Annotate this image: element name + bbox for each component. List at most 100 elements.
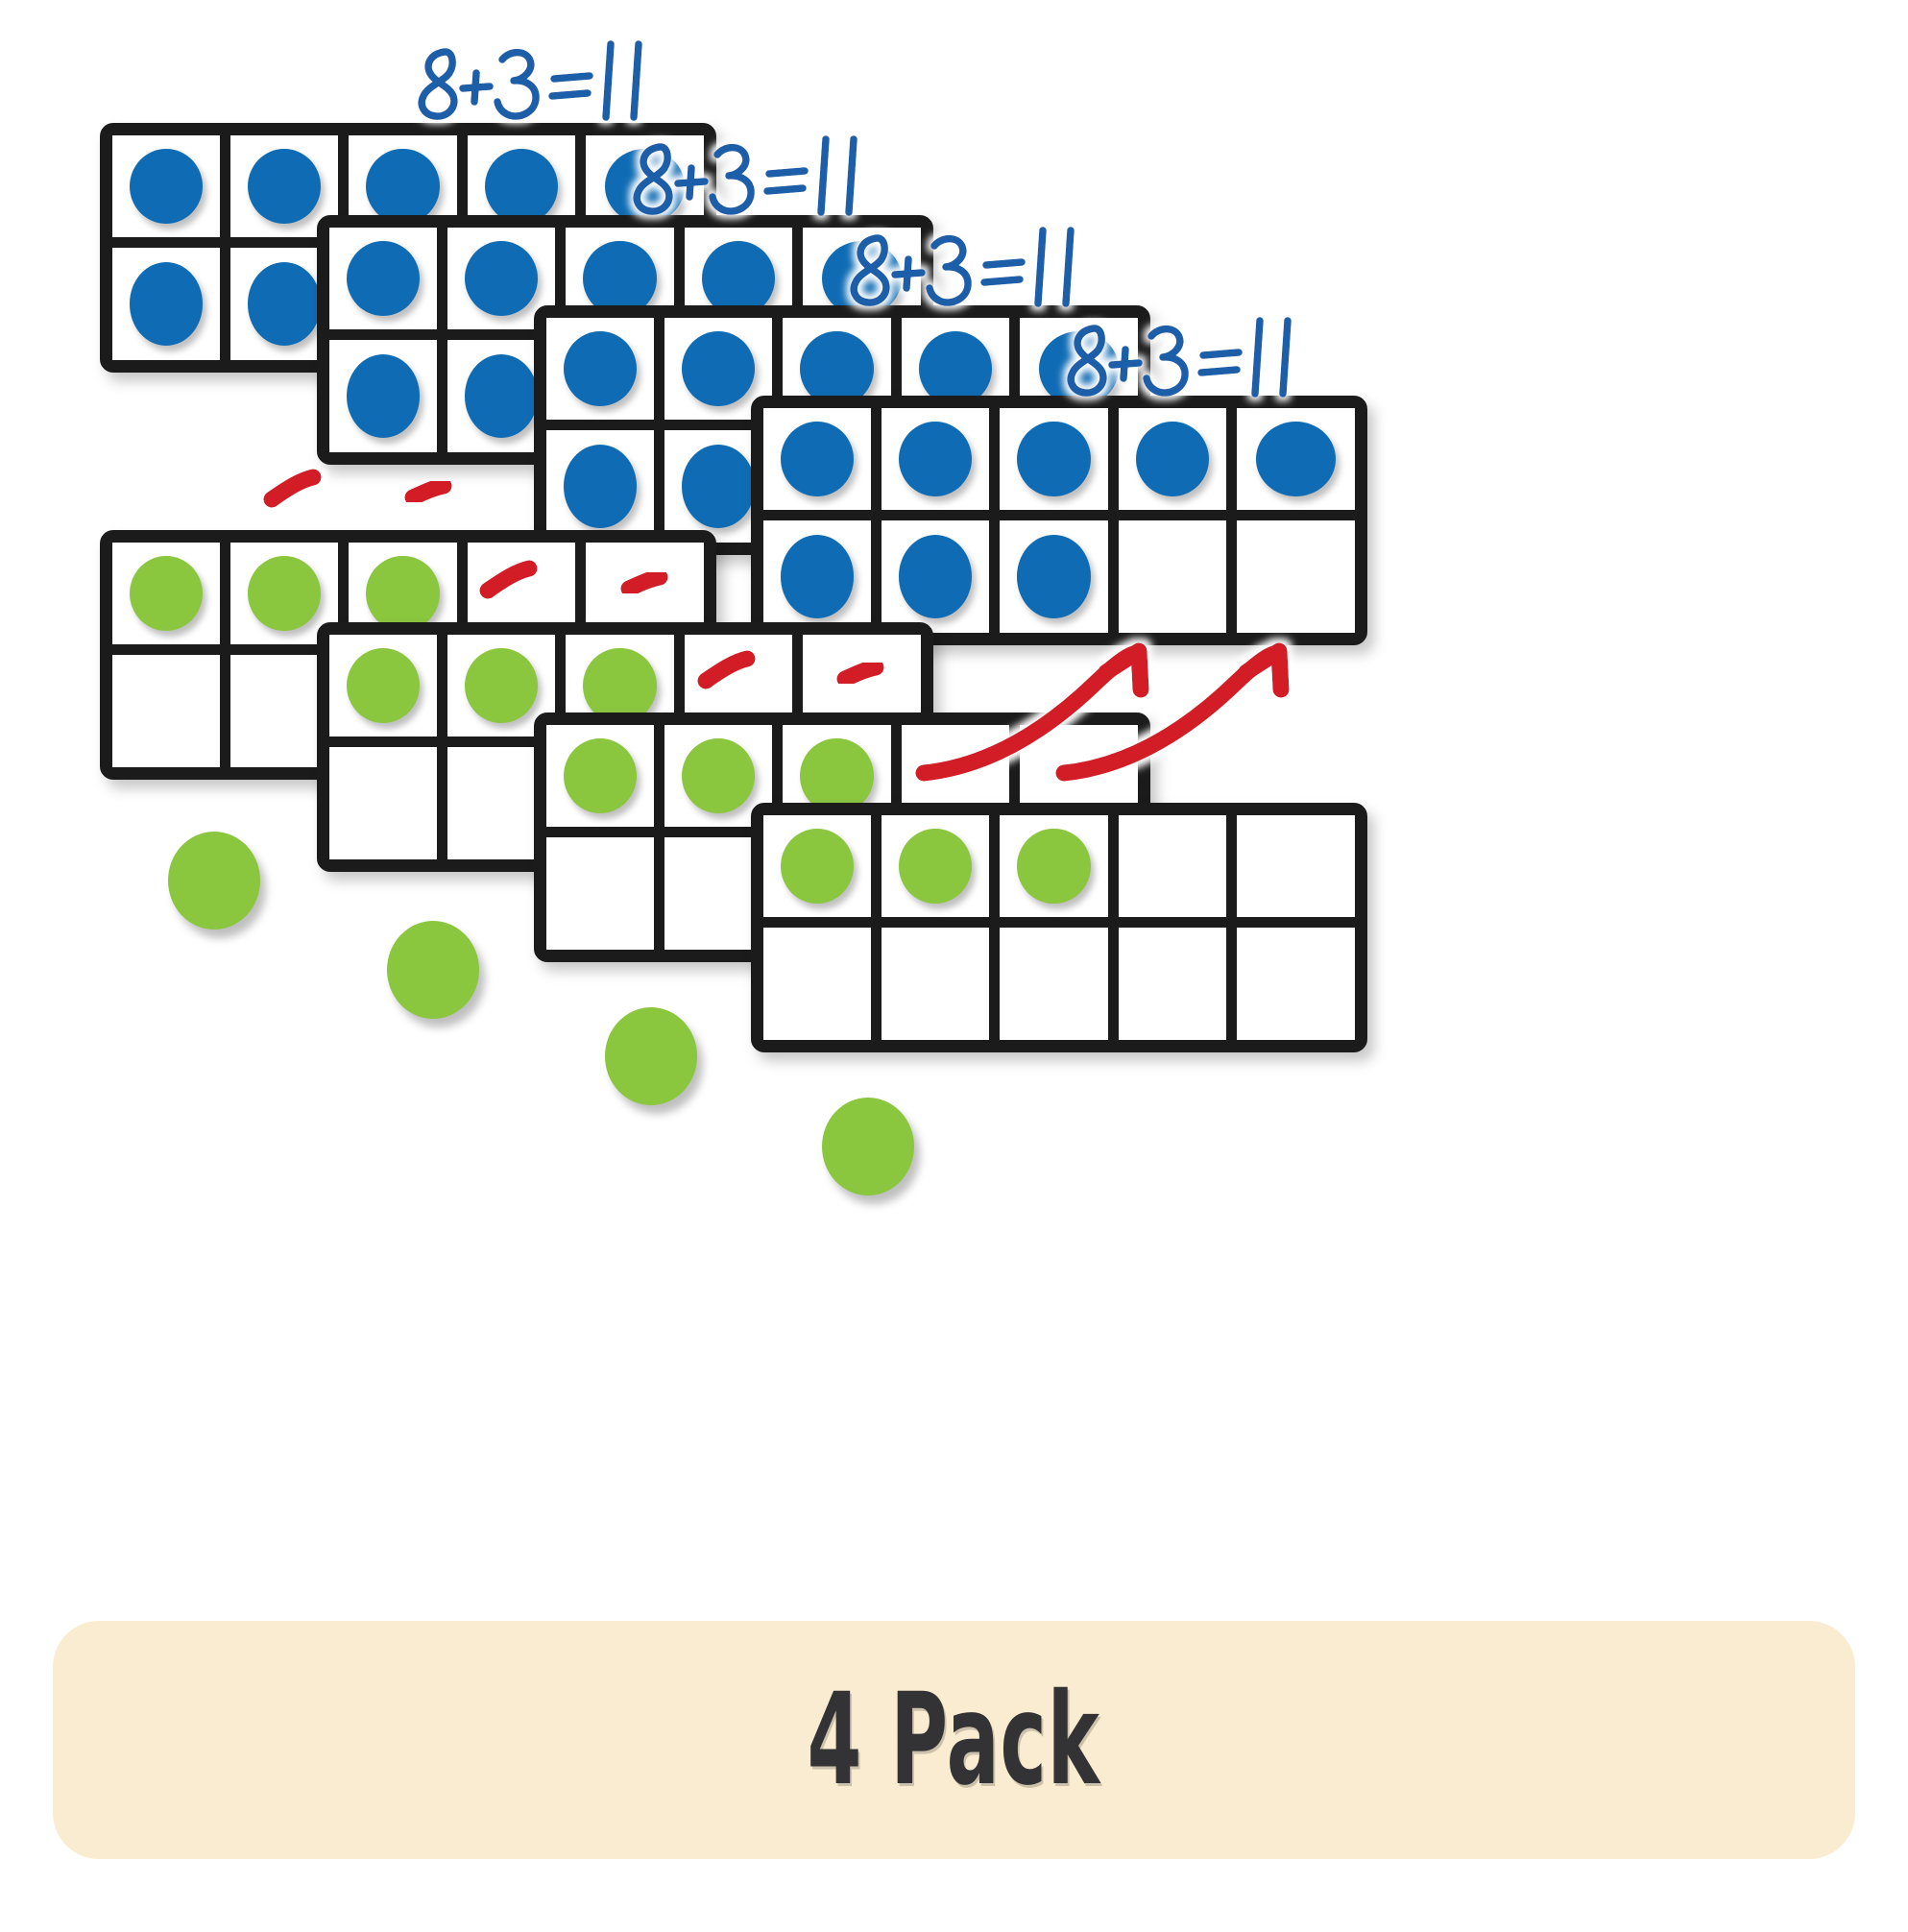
equation-annotation: 8+3=11: [845, 217, 1133, 332]
empty-cell: [1256, 942, 1337, 1026]
empty-cell: [1256, 829, 1337, 904]
equation-glyphs: 8+3=11: [633, 135, 857, 216]
blue-ten-frame: [751, 396, 1367, 645]
blue-counter: [465, 354, 539, 438]
plus-horizontal: [674, 178, 709, 187]
blue-counter: [1017, 421, 1091, 497]
equation-glyphs: 8+3=11: [418, 40, 642, 121]
ten-frame-cell: [882, 520, 1001, 633]
green-counter: [1017, 828, 1091, 905]
ten-frame-cell: [566, 228, 685, 340]
green-ten-frame: [751, 803, 1367, 1052]
ten-frame-cell: [1236, 815, 1355, 928]
ten-frame-cell: [1000, 520, 1119, 633]
ten-frame-cell: [329, 635, 448, 747]
ten-frame-cell: [1118, 928, 1237, 1040]
ten-frame-cell: [882, 928, 1001, 1040]
ten-frame-cell: [763, 815, 882, 928]
plus-horizontal: [891, 269, 926, 278]
ten-frame-cell: [230, 543, 350, 655]
blue-counter: [1255, 421, 1337, 497]
ten-frame-cell: [1000, 928, 1119, 1040]
digit-1-first: [602, 40, 615, 121]
plus-horizontal: [459, 83, 494, 92]
digit-1-first: [1034, 227, 1047, 307]
green-counter: [129, 555, 204, 632]
ten-frame-cell: [112, 543, 231, 655]
empty-cell: [1136, 942, 1209, 1026]
green-counter: [899, 828, 973, 905]
ten-frame-cell: [664, 318, 784, 430]
ten-frame-cell: [1236, 928, 1355, 1040]
ten-frame-cell: [1000, 815, 1119, 928]
ten-frame-cell: [112, 248, 231, 360]
digit-3: [494, 48, 540, 120]
equation-annotation: 8+3=11: [628, 126, 916, 241]
digit-8: [418, 48, 458, 120]
blue-counter: [682, 330, 756, 407]
ten-frame-cell: [1236, 408, 1355, 520]
equation-glyphs: 8+3=11: [850, 227, 1075, 307]
equals-top: [550, 72, 593, 83]
blue-counter: [918, 330, 992, 407]
green-counter: [366, 555, 440, 632]
blue-counter: [465, 240, 539, 317]
blue-counter: [248, 262, 322, 346]
ten-frame-cell: [1000, 408, 1119, 520]
ten-frame-cell: [546, 725, 665, 837]
blue-counter: [366, 148, 440, 225]
equals-top: [765, 167, 809, 178]
loose-green-counter: [605, 1007, 697, 1105]
digit-3: [926, 234, 972, 306]
green-counter: [563, 737, 638, 814]
ten-frame-cell: [329, 340, 448, 452]
ten-frame-cell: [763, 928, 882, 1040]
blue-counter: [701, 240, 775, 317]
blue-counter: [484, 148, 558, 225]
ten-frame-cell: [1236, 520, 1355, 633]
plus-horizontal: [1108, 359, 1143, 369]
blue-counter: [780, 535, 855, 618]
equals-top: [982, 258, 1026, 269]
ten-frame-cell: [1118, 815, 1237, 928]
ten-frame-cell: [112, 135, 231, 248]
empty-cell: [899, 942, 972, 1026]
ten-frame-cell: [882, 408, 1001, 520]
green-counter: [800, 737, 874, 814]
green-counter: [248, 555, 322, 632]
loose-green-counter: [168, 832, 260, 930]
equals-bottom: [1197, 366, 1241, 376]
equation-annotation: 8+3=11: [1062, 307, 1350, 423]
digit-1-second: [1062, 227, 1075, 307]
empty-cell: [1017, 942, 1090, 1026]
digit-3: [709, 143, 755, 215]
blue-counter: [248, 148, 322, 225]
digit-1-second: [1279, 317, 1292, 398]
equation-glyphs: 8+3=11: [1067, 317, 1292, 398]
blue-counter: [1135, 421, 1209, 497]
green-counter: [780, 828, 855, 905]
blue-counter: [899, 535, 973, 618]
blue-counter: [899, 421, 973, 497]
loose-green-counter: [822, 1098, 914, 1195]
digit-3: [1143, 325, 1189, 397]
digit-8: [850, 234, 890, 306]
loose-green-counter: [387, 921, 479, 1019]
digit-8: [1067, 325, 1107, 397]
blue-counter: [682, 445, 756, 528]
blue-counter: [129, 262, 204, 346]
blue-counter: [563, 445, 638, 528]
blue-counter: [780, 421, 855, 497]
empty-cell: [781, 942, 854, 1026]
ten-frame-cell: [546, 430, 665, 543]
blue-counter: [1017, 535, 1091, 618]
equals-top: [1199, 349, 1243, 359]
blue-counter: [563, 330, 638, 407]
green-counter: [583, 647, 657, 724]
ten-frame-cell: [546, 837, 665, 950]
digit-1-first: [817, 135, 830, 216]
blue-counter: [800, 330, 874, 407]
ten-frame-cell: [329, 747, 448, 859]
